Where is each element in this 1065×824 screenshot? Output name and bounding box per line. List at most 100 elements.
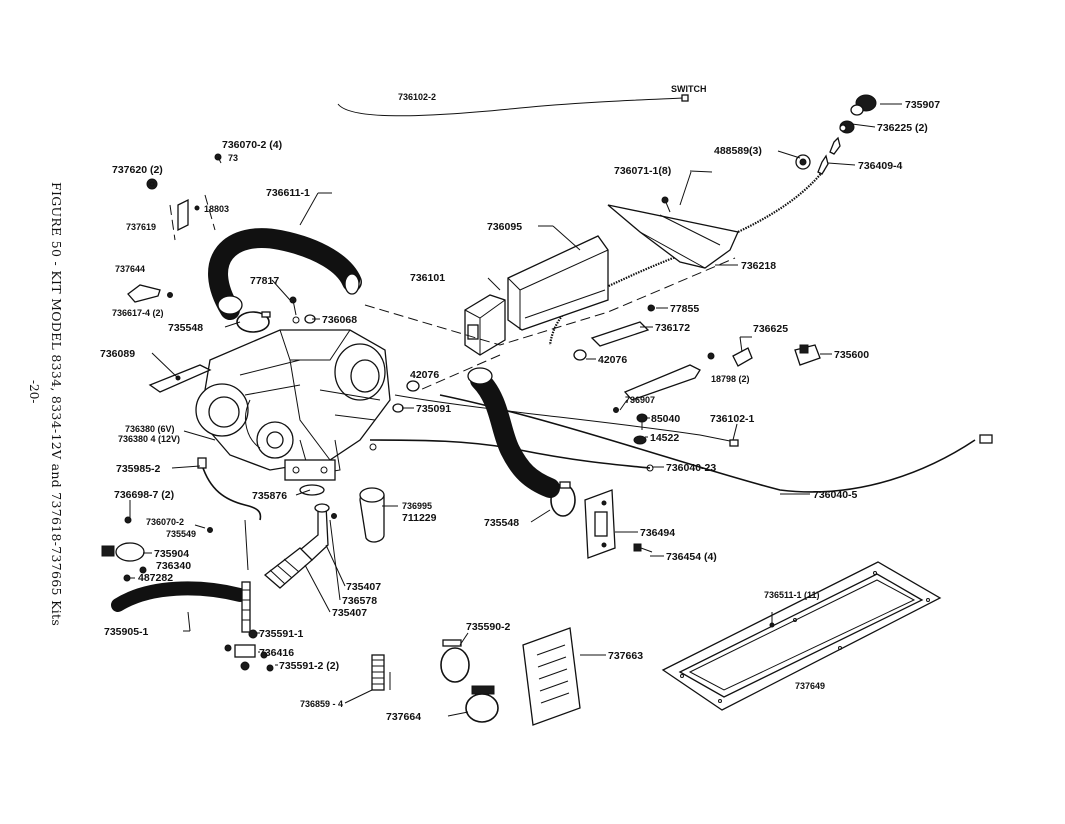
grille-737663 <box>522 627 581 726</box>
page-number: -20- <box>27 380 41 403</box>
filter-736416 <box>224 644 268 659</box>
screw-736070 <box>214 153 222 164</box>
bracket-736172 <box>590 304 655 347</box>
label-736578: 736578 <box>342 595 377 607</box>
plate-736089 <box>148 364 212 393</box>
label-736068: 736068 <box>322 314 357 326</box>
figure-caption: FIGURE 50 - KIT MODEL 8334, 8334-12V and… <box>49 182 64 626</box>
clamp-737664 <box>465 685 499 723</box>
bracket-737619 <box>146 178 200 232</box>
label-14522: 14522 <box>650 432 679 444</box>
label-736907: 736907 <box>625 395 655 405</box>
label-737649: 737649 <box>795 681 825 691</box>
switch-wire <box>337 97 685 117</box>
label-736454: 736454 (4) <box>666 551 717 563</box>
screw-735407 <box>331 513 337 519</box>
hose-735905 <box>111 581 247 612</box>
clamp-735548-lower <box>550 481 576 517</box>
label-737663: 737663 <box>608 650 643 662</box>
label-736040-23: 736040-23 <box>666 462 716 474</box>
label-735407-lower: 735407 <box>332 607 367 619</box>
clamp-735548-upper <box>236 311 271 333</box>
bracket-737644 <box>127 284 173 303</box>
wire-736040-5 <box>439 394 976 493</box>
hose-736611 <box>208 228 362 320</box>
label-736040-5: 736040-5 <box>813 489 858 501</box>
nut-488589 <box>795 154 811 170</box>
fitting-735591-1 <box>248 629 258 639</box>
control-knob <box>817 94 877 175</box>
washer-14522 <box>633 435 647 445</box>
label-735591-1: 735591-1 <box>259 628 304 640</box>
screw-77817 <box>289 296 300 324</box>
label-736511: 736511-1 (11) <box>764 590 820 600</box>
label-18803: 18803 <box>204 204 229 214</box>
bracket-736218 <box>607 204 739 269</box>
label-736070-2: 736070-2 <box>146 517 184 527</box>
label-736172: 736172 <box>655 322 690 334</box>
duct-736101 <box>464 294 506 356</box>
spring-736859 <box>371 654 385 691</box>
frame-737649 <box>661 561 942 711</box>
switch-736625 <box>707 347 753 367</box>
bracket-736907 <box>613 364 701 413</box>
label-42076-left: 42076 <box>410 369 439 381</box>
label-18798: 18798 (2) <box>711 374 750 384</box>
outlet-736494 <box>584 489 616 559</box>
hose-right <box>467 367 560 498</box>
wire-736102-1 <box>394 394 736 443</box>
duct-736095 <box>507 235 609 331</box>
label-737664: 737664 <box>386 711 421 723</box>
label-736101: 736101 <box>410 272 445 284</box>
label-736494: 736494 <box>640 527 675 539</box>
label-737644: 737644 <box>115 264 145 274</box>
label-735985-2: 735985-2 <box>116 463 161 475</box>
label-736625: 736625 <box>753 323 788 335</box>
screw-736454 <box>633 543 653 553</box>
label-736380-6v: 736380 (6V) <box>125 424 175 434</box>
label-736416: 736416 <box>259 647 294 659</box>
leader-lines <box>129 103 902 717</box>
fuel-line-735985 <box>201 464 262 521</box>
label-736102-2: 736102-2 <box>398 92 436 102</box>
clamp-735590 <box>440 639 470 683</box>
label-736218: 736218 <box>741 260 776 272</box>
label-73: 73 <box>228 153 238 163</box>
clamp-735904 <box>101 516 147 582</box>
label-77817: 77817 <box>250 275 279 287</box>
label-42076-right: 42076 <box>598 354 627 366</box>
washer-735876 <box>299 484 325 496</box>
label-736340: 736340 <box>156 560 191 572</box>
label-735548-upper: 735548 <box>168 322 203 334</box>
label-switch: SWITCH <box>671 84 707 94</box>
fitting-735591-2 <box>240 661 274 672</box>
screw-735549 <box>194 524 213 533</box>
fuel-pipe <box>241 581 251 633</box>
label-736859: 736859 - 4 <box>300 699 343 709</box>
label-735876: 735876 <box>252 490 287 502</box>
label-736611-1: 736611-1 <box>266 187 310 199</box>
label-735907: 735907 <box>905 99 940 111</box>
label-736225: 736225 (2) <box>877 122 928 134</box>
label-737619: 737619 <box>126 222 156 232</box>
washer-42076 <box>392 380 420 413</box>
label-736409-4: 736409-4 <box>858 160 903 172</box>
label-736070-2-4: 736070-2 (4) <box>222 139 282 151</box>
label-735591-2: 735591-2 (2) <box>279 660 339 672</box>
heater-unit <box>195 329 391 481</box>
label-736089: 736089 <box>100 348 135 360</box>
switch-735600 <box>794 344 821 366</box>
label-737620: 737620 (2) <box>112 164 163 176</box>
intake-736995 <box>359 487 385 543</box>
screw-736511 <box>769 612 775 628</box>
label-735091: 735091 <box>416 403 451 415</box>
switch-body <box>681 94 689 102</box>
label-488589: 488589(3) <box>714 145 762 157</box>
part-labels: 736102-2 SWITCH 735907 736225 (2) 488589… <box>100 84 940 723</box>
label-735548-lower: 735548 <box>484 517 519 529</box>
label-735549: 735549 <box>166 529 196 539</box>
flex-735407 <box>263 547 313 589</box>
label-711229: 711229 <box>402 512 437 524</box>
label-735407-upper: 735407 <box>346 581 381 593</box>
